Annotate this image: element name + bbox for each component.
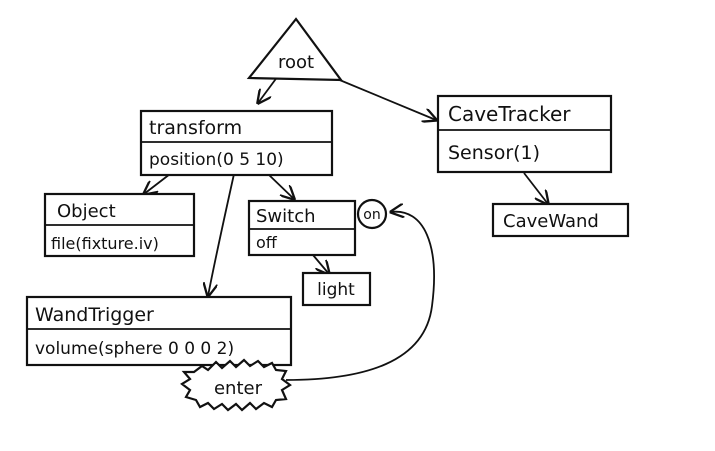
switch-node: Switch off on (247, 198, 388, 257)
cavetracker-field: Sensor(1) (448, 142, 540, 164)
edge-root-to-transform (258, 75, 279, 103)
transform-node: transform position(0 5 10) (139, 109, 334, 177)
edge-transform-to-object (144, 173, 171, 194)
root-node: root (246, 17, 344, 82)
wandtrigger-field: volume(sphere 0 0 0 2) (35, 339, 234, 359)
light-box (301, 271, 372, 307)
switch-on-port (356, 198, 388, 230)
cavewand-node: CaveWand (491, 202, 630, 238)
object-title: Object (57, 201, 116, 222)
enter-event-node: enter (180, 358, 292, 412)
cavetracker-node: CaveTracker Sensor(1) (436, 94, 613, 174)
edge-switch-to-light (312, 254, 329, 274)
cavewand-box (491, 202, 630, 238)
switch-box (247, 199, 357, 257)
switch-field: off (256, 233, 278, 252)
cavetracker-title: CaveTracker (448, 102, 571, 126)
light-label: light (317, 280, 355, 300)
cavetracker-box (436, 94, 613, 174)
edge-root-to-cavetracker (329, 75, 436, 120)
transform-field: position(0 5 10) (149, 150, 284, 170)
root-triangle (246, 17, 344, 82)
edge-transform-to-wandtrigger (208, 173, 235, 296)
object-node: Object file(fixture.iv) (43, 192, 196, 258)
switch-title: Switch (256, 206, 316, 227)
wandtrigger-title: WandTrigger (35, 304, 154, 326)
light-node: light (301, 271, 372, 307)
object-field: file(fixture.iv) (51, 234, 159, 253)
transform-title: transform (149, 117, 242, 139)
cavewand-label: CaveWand (503, 211, 599, 232)
switch-on-label: on (363, 207, 380, 223)
edge-transform-to-switch (267, 173, 294, 199)
root-label: root (278, 52, 314, 73)
wandtrigger-box (25, 295, 293, 367)
edge-enter-to-switch-on (285, 212, 435, 381)
transform-box (139, 109, 334, 177)
enter-starburst (180, 358, 292, 412)
enter-label: enter (214, 378, 263, 399)
edge-cavetracker-to-cavewand (523, 172, 548, 204)
wandtrigger-node: WandTrigger volume(sphere 0 0 0 2) (25, 295, 293, 367)
